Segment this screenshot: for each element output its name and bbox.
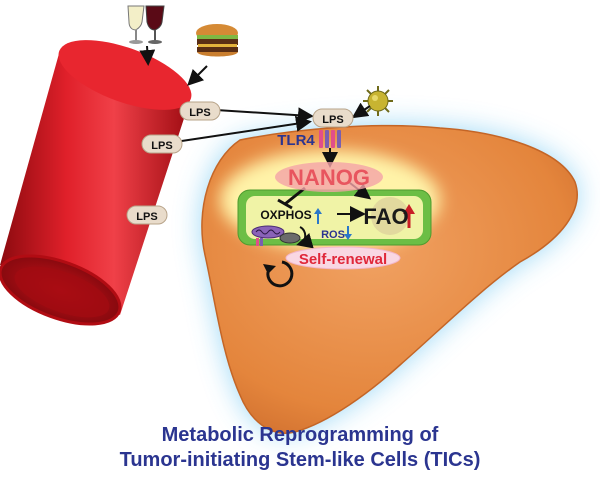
lps-label-gut-lower: LPS (136, 211, 157, 223)
self-renewal-label: Self-renewal (299, 251, 387, 268)
receptor-icon (319, 130, 341, 148)
lps-label-gut-upper: LPS (189, 107, 210, 119)
mitochondria-icon (251, 225, 314, 249)
lps-pills (126, 101, 354, 225)
caption-line-2: Tumor-initiating Stem-like Cells (TICs) (119, 449, 481, 471)
burger-icon (196, 24, 238, 57)
gut-tube (0, 40, 192, 326)
nanog-badge (275, 162, 383, 192)
level-arrows (314, 204, 415, 240)
ros-label: ROS (321, 229, 345, 241)
lps-label-receptor: LPS (322, 114, 343, 126)
arrows (139, 45, 372, 222)
cycle-arrow-icon (263, 260, 294, 288)
bacterium-icon (363, 86, 393, 116)
fao-label: FAO (363, 204, 408, 229)
tlr4-label: TLR4 (277, 132, 315, 149)
oxphos-label: OXPHOS (260, 208, 311, 222)
caption-line-1: Metabolic Reprogramming of (161, 424, 439, 446)
wine-glasses-icon (127, 5, 165, 44)
fao-badge (371, 197, 409, 235)
lps-label-gut-left: LPS (151, 140, 172, 152)
self-renewal-badge (285, 246, 401, 270)
nanog-label: NANOG (288, 165, 370, 190)
